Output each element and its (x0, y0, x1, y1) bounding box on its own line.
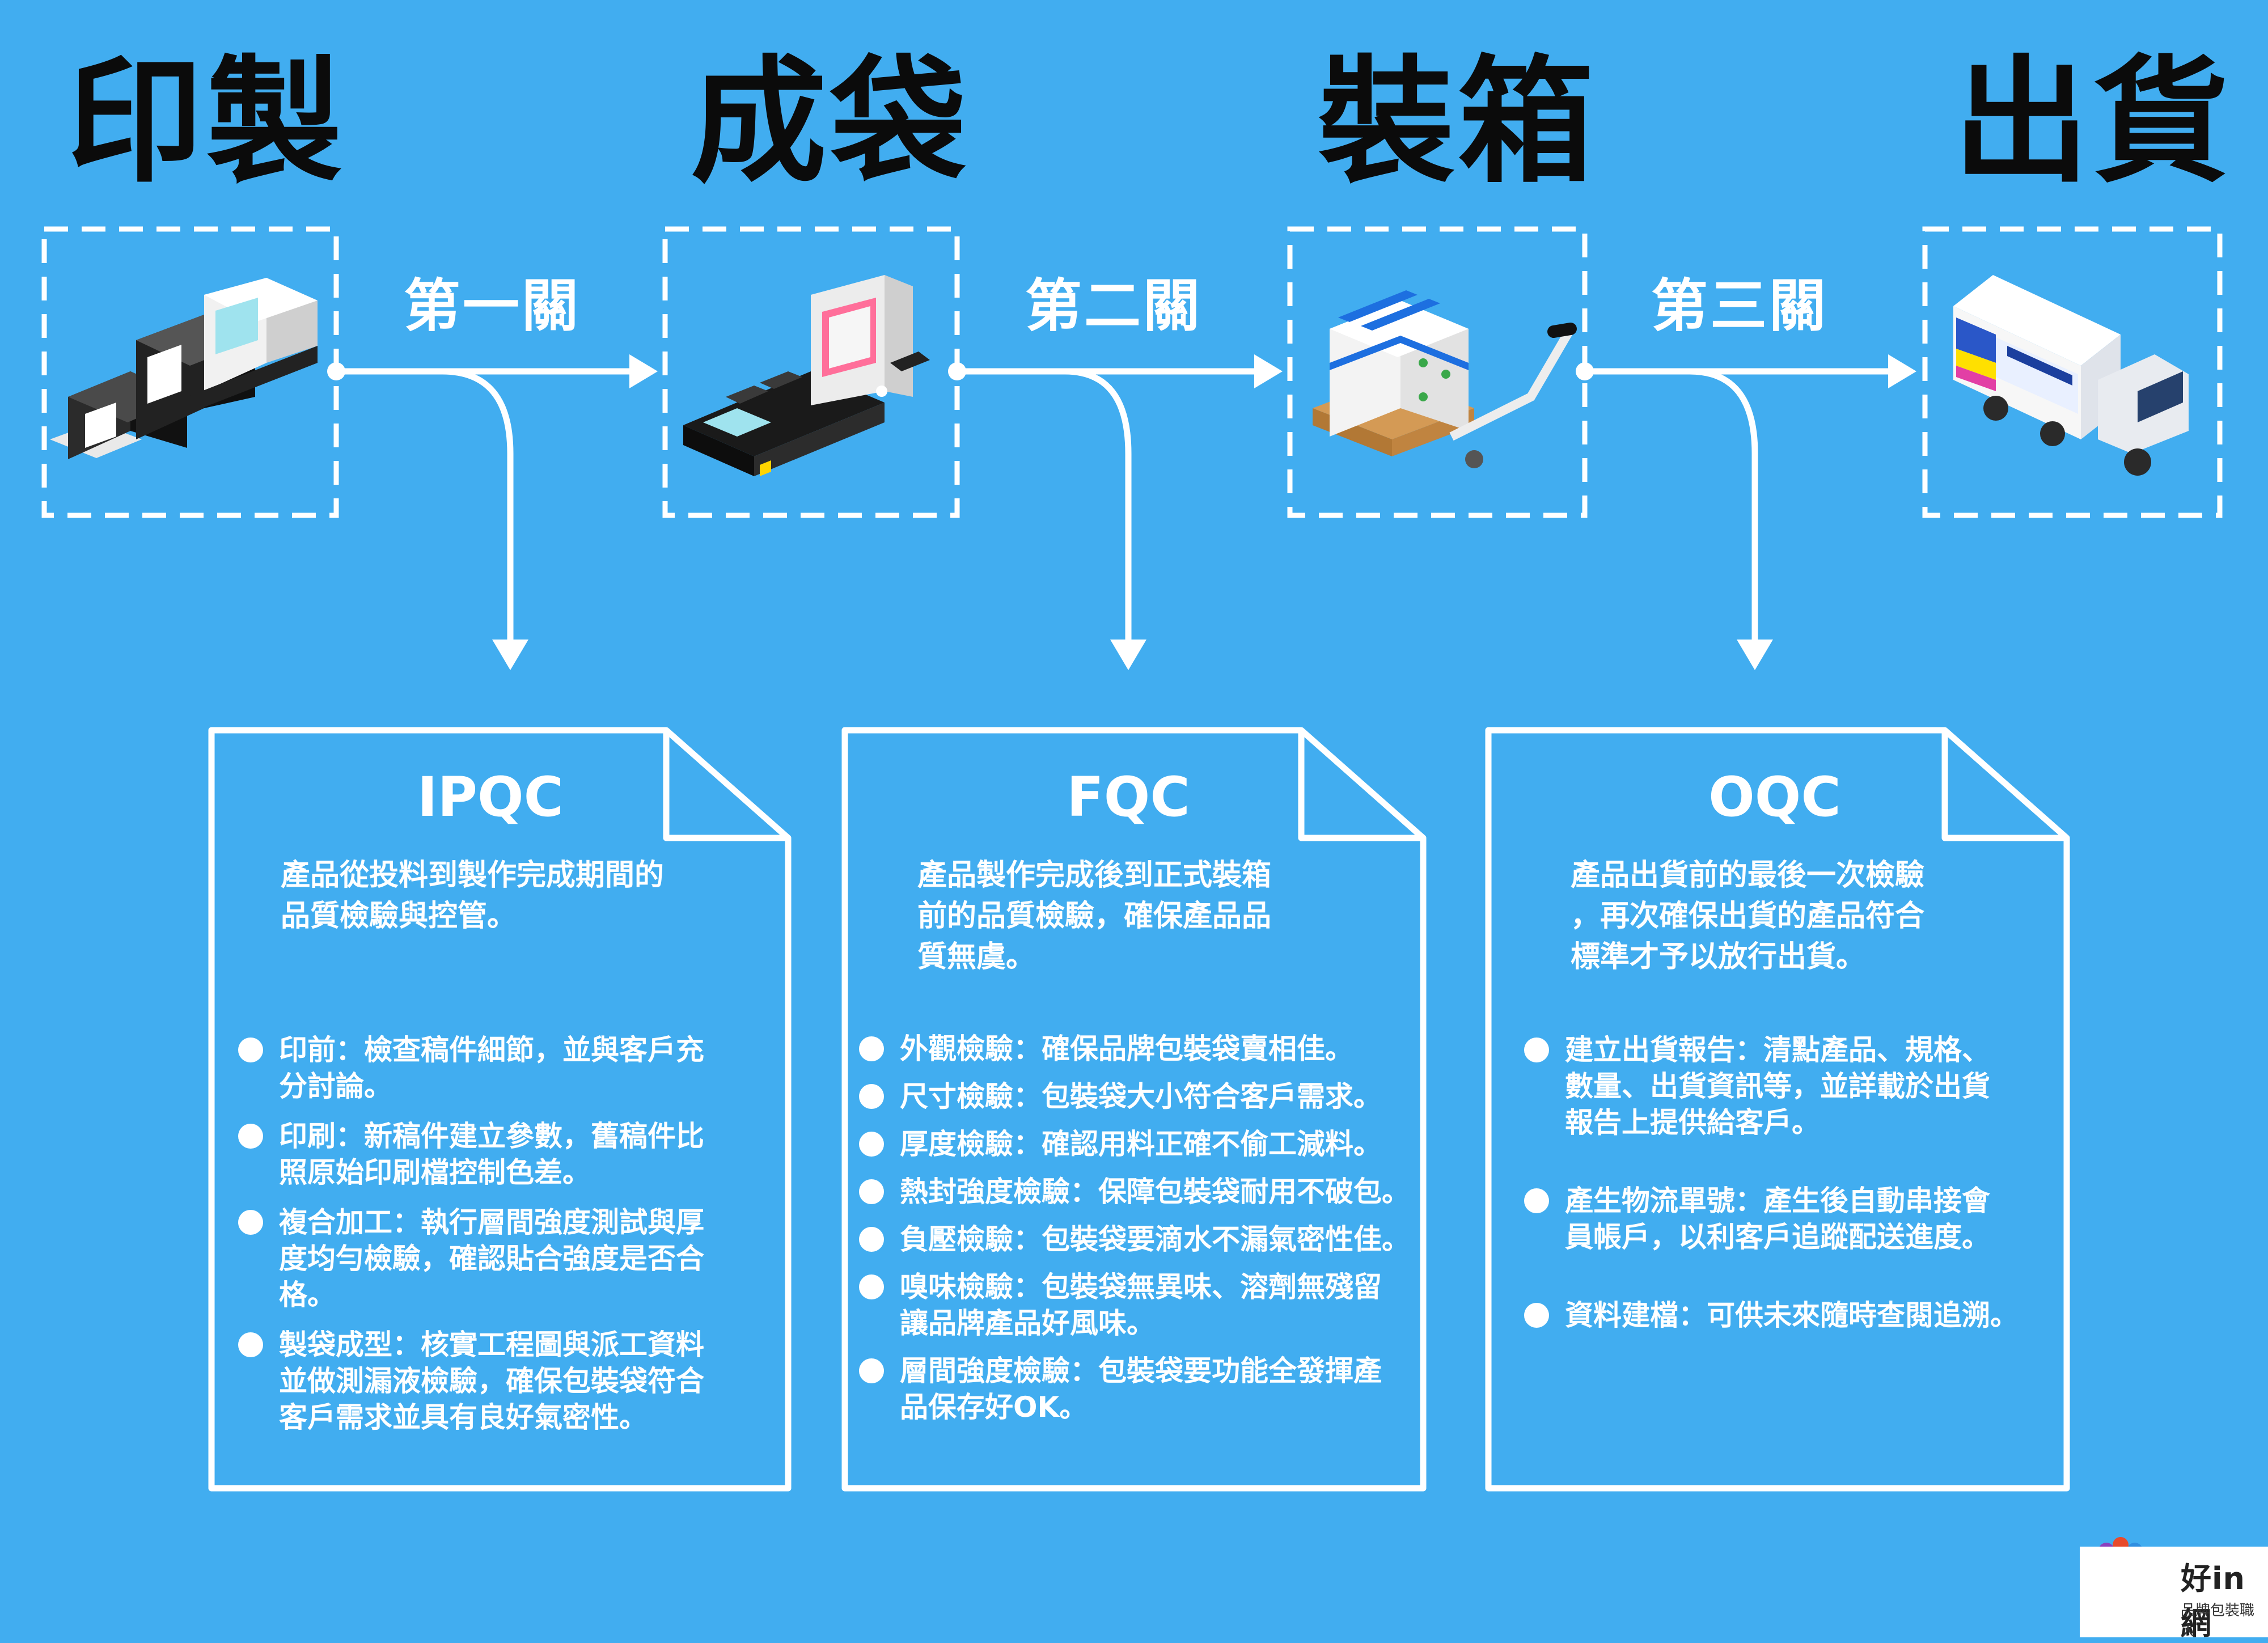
checklist-item: 印前：檢查稿件細節，並與客戶充 分討論。 (238, 1032, 765, 1104)
gate-label-3: 第三關 (1651, 273, 1828, 339)
flow-node-3 (1576, 362, 1594, 380)
qc-description-line: 品質檢驗與控管。 (281, 899, 517, 933)
delivery-truck-icon (1953, 275, 2189, 476)
qc-checklist-fqc: 外觀檢驗：確保品牌包裝袋賣相佳。 尺寸檢驗：包裝袋大小符合客戶需求。 厚度檢驗：… (859, 1031, 1415, 1425)
stage-title-2: 成袋 (691, 43, 970, 201)
qc-checklist-oqc: 建立出貨報告：清點產品、規格、 數量、出貨資訊等，並詳載於出貨 報告上提供給客戶… (1524, 1032, 2051, 1333)
checklist-item: 資料建檔：可供未來隨時查閱追溯。 (1524, 1297, 2051, 1333)
qc-documents (208, 727, 2070, 1492)
branch-arrowhead-2 (1110, 640, 1146, 670)
stage-title-4: 出貨 (1953, 43, 2233, 201)
checklist-item: 產生物流單號：產生後自動串接會 員帳戶，以利客戶追蹤配送進度。 (1524, 1183, 2051, 1255)
stage-frame-3 (1287, 226, 1588, 518)
qc-checklist-ipqc: 印前：檢查稿件細節，並與客戶充 分討論。 印刷：新稿件建立參數，舊稿件比 照原始… (238, 1032, 765, 1435)
flow-node-2 (948, 362, 966, 380)
checklist-item: 尺寸檢驗：包裝袋大小符合客戶需求。 (859, 1078, 1415, 1115)
qc-doc-fqc-fold (1298, 730, 1423, 841)
printing-press-icon (50, 278, 318, 459)
stage-title-3: 裝箱 (1318, 43, 1598, 201)
branch-curve-3 (1686, 368, 1758, 650)
qc-description-line: 產品製作完成後到正式裝箱 (917, 858, 1272, 892)
bag-making-machine-icon (683, 275, 930, 476)
checklist-item: 外觀檢驗：確保品牌包裝袋賣相佳。 (859, 1031, 1415, 1067)
stage-title-1: 印製 (67, 43, 346, 201)
branch-arrowhead-3 (1737, 640, 1773, 670)
checklist-item: 複合加工：執行層間強度測試與厚 度均勻檢驗，確認貼合強度是否合 格。 (238, 1204, 765, 1313)
checklist-item: 層間強度檢驗：包裝袋要功能全發揮產 品保存好OK。 (859, 1353, 1415, 1425)
qc-description-line: 質無虞。 (917, 940, 1036, 974)
branch-curve-2 (1061, 368, 1132, 650)
qc-heading-ipqc: IPQC (417, 765, 564, 829)
qc-description-fqc: 產品製作完成後到正式裝箱 前的品質檢驗，確保產品品 質無虞。 (917, 855, 1405, 977)
logo-tagline: 品牌包裝職人 (2181, 1602, 2255, 1640)
gate-label-2: 第二關 (1025, 273, 1202, 339)
checklist-item: 厚度檢驗：確認用料正確不偷工減料。 (859, 1126, 1415, 1162)
branch-curve-1 (439, 368, 514, 650)
qc-description-line: 產品出貨前的最後一次檢驗 (1571, 858, 1925, 892)
brand-logo: 好in網 品牌包裝職人 (2080, 1547, 2268, 1641)
qc-description-line: ，再次確保出貨的產品符合 (1571, 899, 1925, 933)
qc-doc-oqc (1485, 727, 2070, 1492)
stage-frame-4 (1922, 226, 2223, 518)
qc-heading-oqc: OQC (1708, 765, 1841, 829)
qc-doc-ipqc (208, 727, 792, 1492)
flow-arrowhead-1 (629, 354, 658, 388)
branch-arrowhead-1 (492, 640, 528, 670)
qc-description-line: 標準才予以放行出貨。 (1571, 940, 1866, 974)
checklist-item: 嗅味檢驗：包裝袋無異味、溶劑無殘留 讓品牌產品好風味。 (859, 1269, 1415, 1341)
checklist-item: 製袋成型：核實工程圖與派工資料 並做測漏液檢驗，確保包裝袋符合 客戶需求並具有良… (238, 1327, 765, 1435)
qc-doc-ipqc-fold (663, 730, 788, 841)
flow-arrowhead-3 (1888, 354, 1916, 388)
qc-doc-oqc-fold (1941, 730, 2067, 841)
qc-description-line: 產品從投料到製作完成期間的 (281, 858, 665, 892)
gate-label-1: 第一關 (404, 273, 581, 339)
logo-name: 好in網 (2181, 1561, 2245, 1641)
flow-connectors (327, 354, 1916, 670)
qc-heading-fqc: FQC (1067, 765, 1190, 829)
checklist-item: 熱封強度檢驗：保障包裝袋耐用不破包。 (859, 1174, 1415, 1210)
checklist-item: 負壓檢驗：包裝袋要滴水不漏氣密性佳。 (859, 1221, 1415, 1257)
flow-node-1 (327, 362, 345, 380)
qc-doc-fqc (841, 727, 1427, 1492)
boxed-pallet-icon (1313, 290, 1577, 468)
qc-description-line: 前的品質檢驗，確保產品品 (917, 899, 1272, 933)
qc-description-oqc: 產品出貨前的最後一次檢驗 ，再次確保出貨的產品符合 標準才予以放行出貨。 (1571, 855, 2058, 977)
qc-description-ipqc: 產品從投料到製作完成期間的 品質檢驗與控管。 (281, 855, 768, 937)
checklist-item: 建立出貨報告：清點產品、規格、 數量、出貨資訊等，並詳載於出貨 報告上提供給客戶… (1524, 1032, 2051, 1141)
flow-arrowhead-2 (1254, 354, 1283, 388)
checklist-item: 印刷：新稿件建立參數，舊稿件比 照原始印刷檔控制色差。 (238, 1118, 765, 1191)
